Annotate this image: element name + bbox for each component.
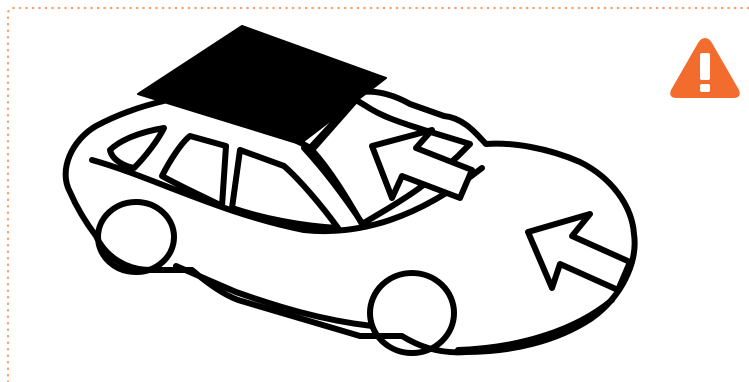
rear-window xyxy=(110,128,164,168)
rear-wheel xyxy=(98,202,174,272)
rear-side-window xyxy=(162,136,226,206)
rear-bumper xyxy=(176,266,372,326)
warning-triangle-icon xyxy=(669,36,741,100)
roof-solar-panel xyxy=(138,26,386,144)
warning-exclamation-dot xyxy=(700,84,710,92)
warning-exclamation-bar xyxy=(700,53,710,80)
arrow-lower-icon xyxy=(528,214,630,290)
